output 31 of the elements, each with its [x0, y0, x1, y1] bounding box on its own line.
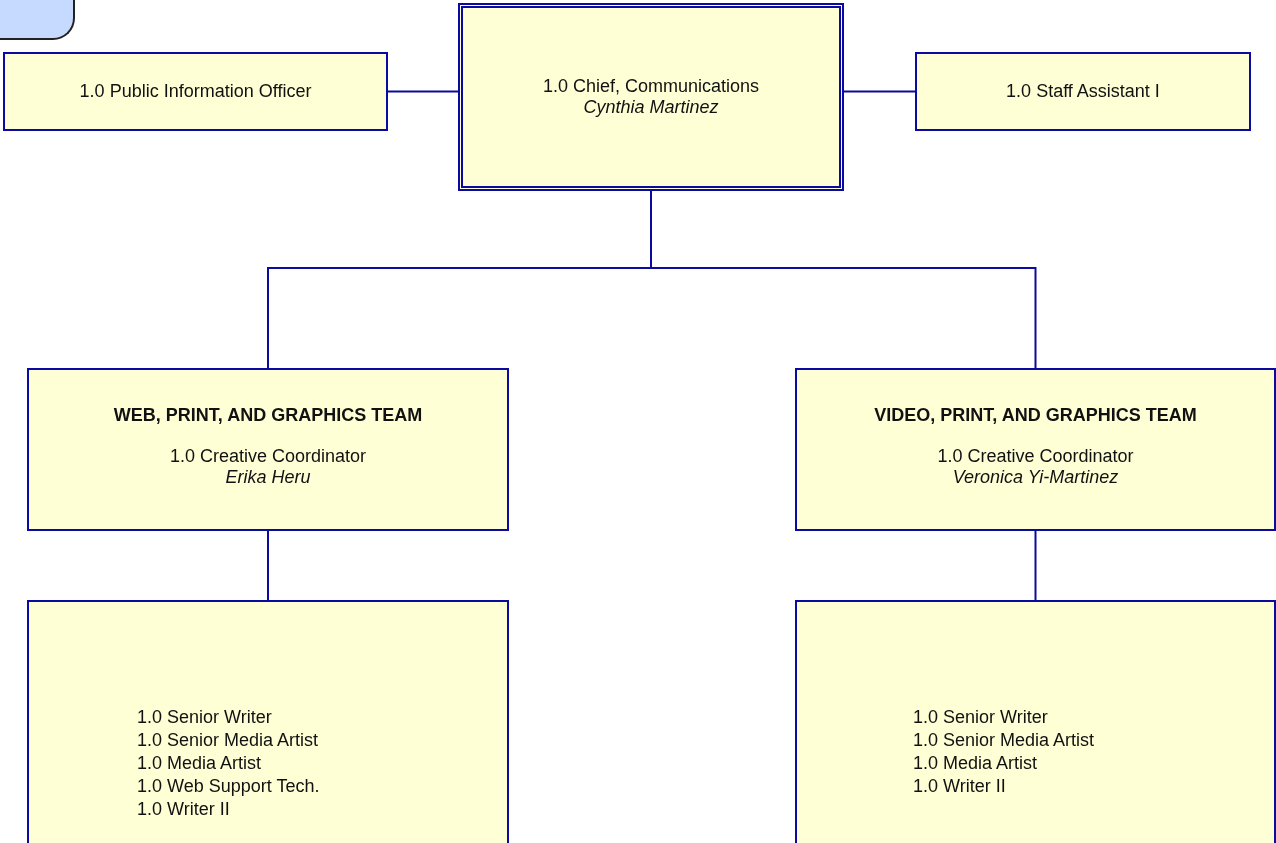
position-title: 1.0 Web Support Tech.: [137, 775, 320, 798]
team-box: [795, 368, 1276, 531]
position-box: [458, 3, 844, 191]
position-title: 1.0 Creative Coordinator: [937, 446, 1134, 467]
person-name: Cynthia Martinez: [583, 97, 719, 118]
staff-list-box: [795, 600, 1276, 843]
connector-line: [267, 530, 269, 601]
position-title: 1.0 Senior Writer: [913, 706, 1048, 729]
connector-line: [843, 90, 916, 93]
position-box: [915, 52, 1251, 131]
position-title: 1.0 Chief, Communications: [542, 76, 760, 97]
team-box: [27, 368, 509, 531]
position-title: 1.0 Creative Coordinator: [169, 446, 367, 467]
connector-line: [387, 90, 459, 93]
position-title: 1.0 Media Artist: [137, 752, 262, 775]
team-heading: WEB, PRINT, AND GRAPHICS TEAM: [113, 405, 423, 426]
position-box: [3, 52, 388, 131]
position-title: 1.0 Staff Assistant I: [1006, 81, 1160, 102]
person-name: Veronica Yi-Martinez: [952, 467, 1119, 488]
position-title: 1.0 Media Artist: [913, 752, 1038, 775]
position-title: 1.0 Senior Writer: [137, 706, 272, 729]
person-name: Erika Heru: [225, 467, 311, 488]
position-title: 1.0 Senior Media Artist: [137, 729, 319, 752]
team-heading: VIDEO, PRINT, AND GRAPHICS TEAM: [874, 405, 1197, 426]
connector-line: [1034, 530, 1037, 601]
staff-list-box: [27, 600, 509, 843]
rounded-box: [0, 0, 75, 40]
position-title: 1.0 Writer II: [913, 775, 1006, 798]
position-title: 1.0 Public Information Officer: [79, 81, 312, 102]
position-title: 1.0 Writer II: [137, 798, 230, 821]
position-title: 1.0 Senior Media Artist: [913, 729, 1095, 752]
